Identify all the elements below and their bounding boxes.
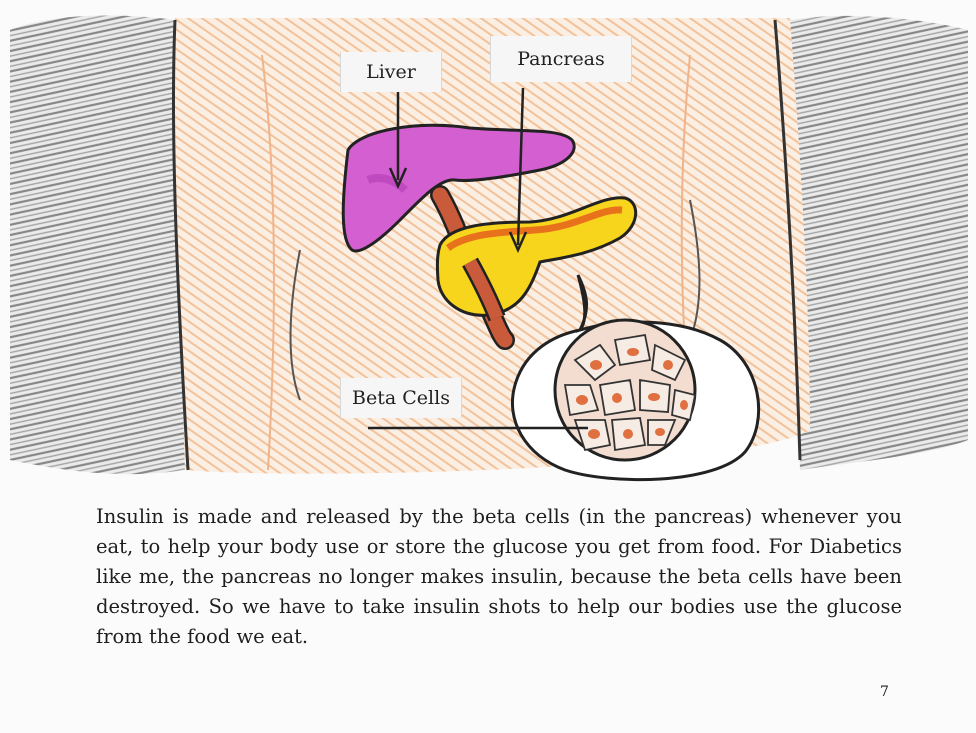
- abdomen-illustration: [0, 0, 976, 490]
- beta-cells-cluster: [555, 320, 695, 460]
- page-number: 7: [880, 684, 889, 700]
- body-paragraph: Insulin is made and released by the beta…: [96, 502, 902, 652]
- liver-label: Liver: [340, 52, 442, 92]
- right-shading: [790, 16, 968, 470]
- left-shading: [10, 16, 185, 475]
- pancreas-label: Pancreas: [490, 36, 632, 82]
- beta-cells-label: Beta Cells: [340, 378, 462, 418]
